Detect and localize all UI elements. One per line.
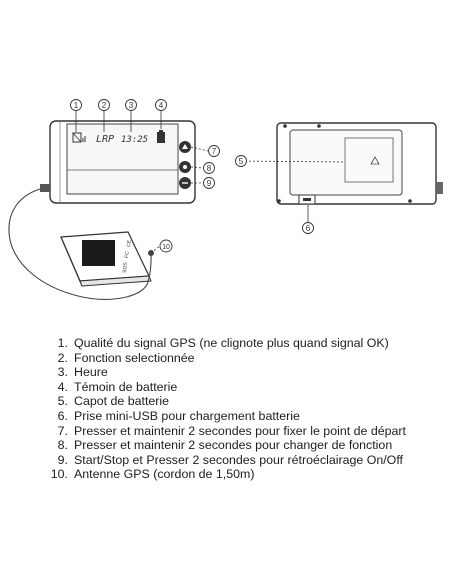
callout-2: 2 [98, 99, 110, 111]
legend-item: 2.Fonction selectionnée [57, 350, 195, 365]
svg-text:5: 5 [239, 157, 244, 166]
legend-item: 5.Capot de batterie [57, 394, 170, 409]
function-display-text: LRP [96, 134, 114, 145]
svg-text:4: 4 [159, 101, 164, 110]
callout-8: 8 [203, 162, 215, 174]
start-stop-button[interactable] [179, 177, 191, 189]
legend-item: 10.Antenne GPS (cordon de 1,50m) [50, 467, 255, 482]
svg-text:3: 3 [129, 101, 134, 110]
callout-7: 7 [208, 145, 220, 157]
svg-text:6: 6 [306, 224, 311, 233]
mini-usb-port[interactable] [298, 194, 316, 205]
svg-text:7: 7 [212, 147, 217, 156]
set-start-point-button[interactable] [179, 141, 191, 153]
legend-item: 9.Start/Stop et Presser 2 secondes pour … [57, 452, 403, 467]
legend-item: 6.Prise mini-USB pour chargement batteri… [57, 408, 300, 423]
device-back-view [276, 122, 443, 205]
callout-10: 10 [159, 239, 173, 253]
callout-9: 9 [203, 177, 215, 189]
svg-text:2: 2 [102, 101, 107, 110]
callout-5: 5 [235, 155, 247, 167]
gps-antenna: SOS FC CE [60, 231, 154, 287]
legend-item: 4.Témoin de batterie [57, 379, 178, 394]
legend-item: 1.Qualité du signal GPS (ne clignote plu… [57, 336, 389, 350]
device-diagram: LRP 13:25 [8, 99, 443, 300]
legend-item: 3.Heure [57, 365, 108, 380]
callout-4: 4 [155, 99, 167, 111]
svg-text:10: 10 [162, 244, 170, 251]
svg-text:8: 8 [207, 164, 212, 173]
svg-text:9: 9 [207, 179, 212, 188]
legend-list: 1.Qualité du signal GPS (ne clignote plu… [46, 336, 406, 482]
callout-3: 3 [125, 99, 137, 111]
antenna-label-sos: SOS [122, 261, 129, 273]
svg-text:1: 1 [74, 101, 79, 110]
change-function-button[interactable] [179, 161, 191, 173]
antenna-cable [8, 188, 152, 300]
time-display-text: 13:25 [121, 135, 148, 145]
legend-item: 7.Presser et maintenir 2 secondes pour f… [57, 423, 406, 438]
gps-signal-icon [72, 132, 86, 143]
antenna-label-ce: CE [126, 239, 133, 247]
antenna-label-fc: FC [124, 251, 131, 259]
callout-6: 6 [302, 222, 314, 234]
battery-icon [157, 130, 165, 143]
device-front-view: LRP 13:25 [40, 120, 196, 204]
legend-item: 8.Presser et maintenir 2 secondes pour c… [57, 438, 393, 453]
callout-1: 1 [70, 99, 82, 111]
